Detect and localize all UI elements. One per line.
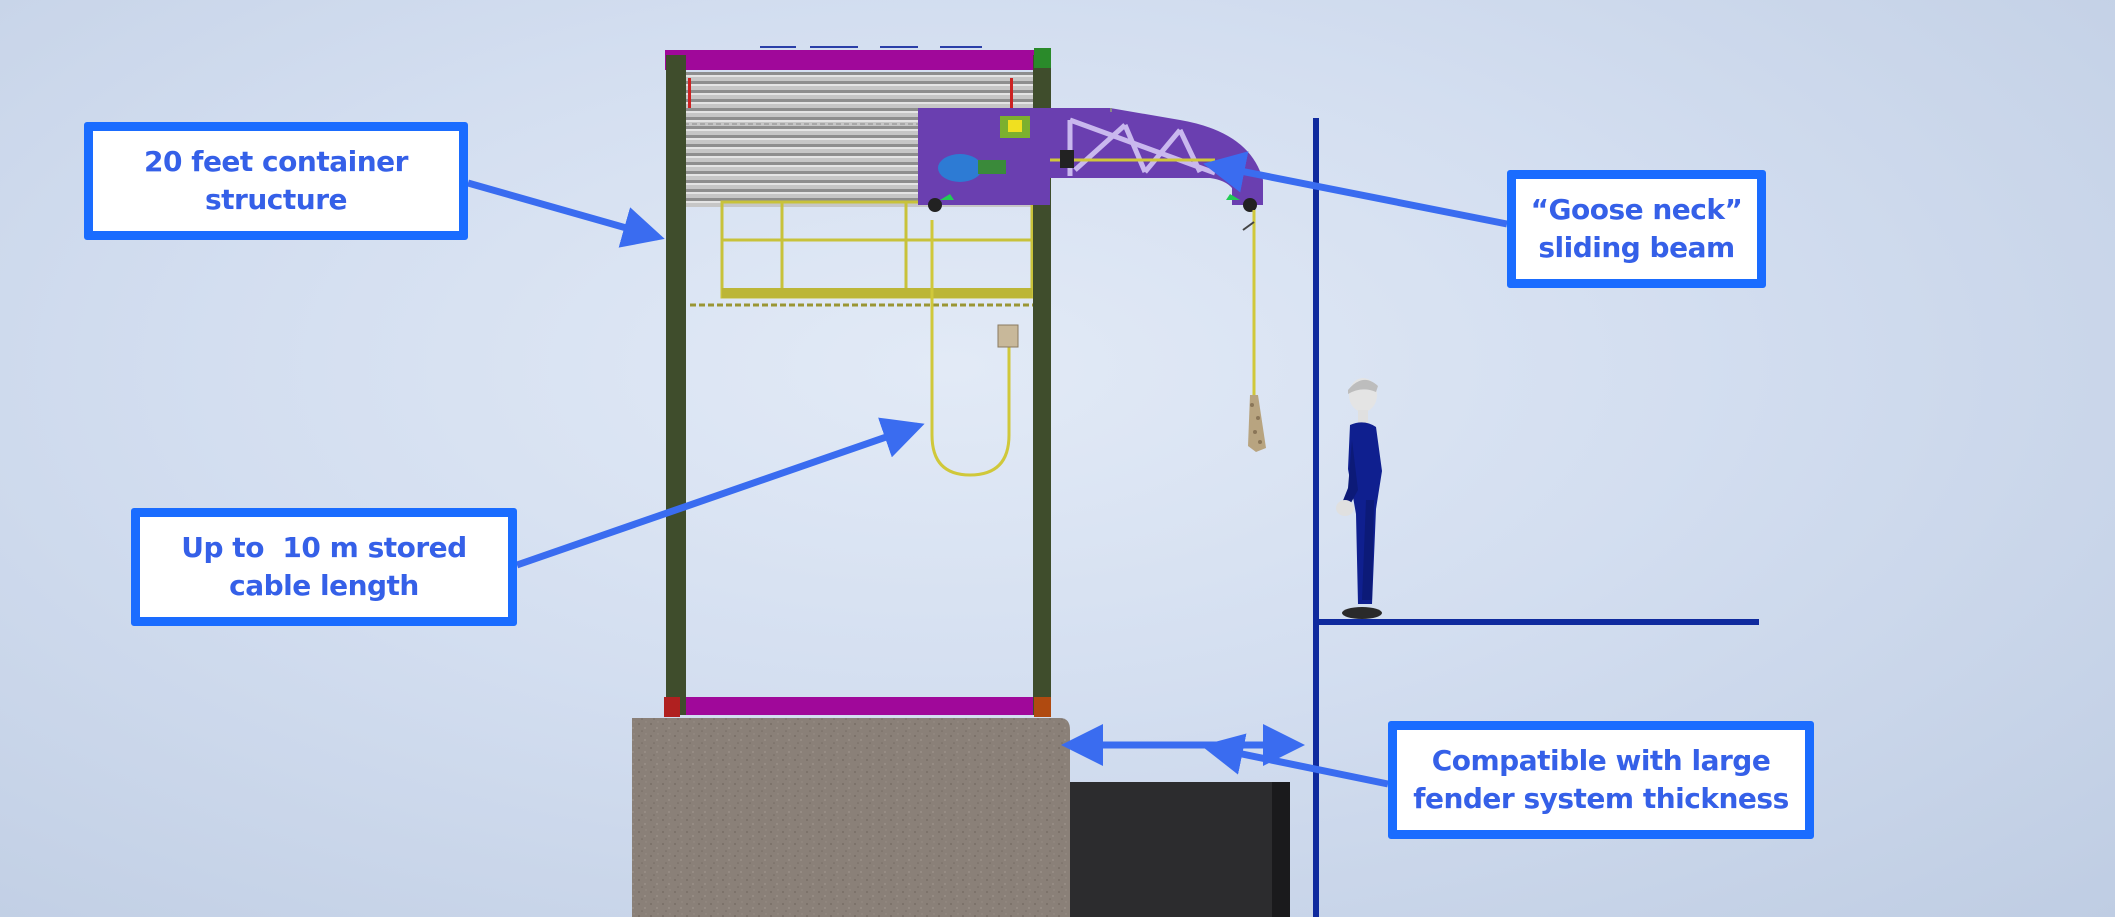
walkway-platform [690,200,1040,307]
quay [632,718,1070,917]
goose-neck-boom [918,108,1263,212]
callout-line: “Goose neck” [1530,193,1743,226]
person-figure [1336,378,1382,619]
callout-line: Compatible with large [1431,744,1771,777]
callout-fender-compatibility: Compatible with large fender system thic… [1388,721,1814,839]
vessel [1313,118,1759,917]
frame-bottom-beam [665,697,1050,715]
deployed-cable [1242,210,1266,452]
fender [1070,782,1290,917]
callout-line: cable length [229,569,419,602]
cable-connector-plug [1248,395,1266,452]
arrow-gooseneck [1203,151,1508,228]
callout-line: 20 feet container [144,145,408,178]
arrow-cable [515,417,925,569]
frame-left-post [666,55,686,715]
arrow-fender-pointer [1201,733,1389,788]
callout-stored-cable: Up to 10 m stored cable length [131,508,517,626]
callout-line: Up to 10 m stored [181,531,467,564]
frame-right-post [1033,55,1051,715]
callout-line: sliding beam [1538,231,1735,264]
vessel-hull-side [1313,118,1319,917]
quay-block [632,718,1070,917]
container-frame [664,48,1051,717]
frame-top-beam [665,50,1050,70]
arrow-container [467,179,665,248]
callout-line: fender system thickness [1413,782,1789,815]
callout-goose-neck-beam: “Goose neck” sliding beam [1507,170,1766,288]
callout-line: structure [204,183,348,216]
callout-container-structure: 20 feet container structure [84,122,468,240]
annotation-arrows [467,151,1508,788]
stored-cable [930,220,1019,477]
fender-block [1070,782,1290,917]
vessel-deck [1319,619,1759,625]
